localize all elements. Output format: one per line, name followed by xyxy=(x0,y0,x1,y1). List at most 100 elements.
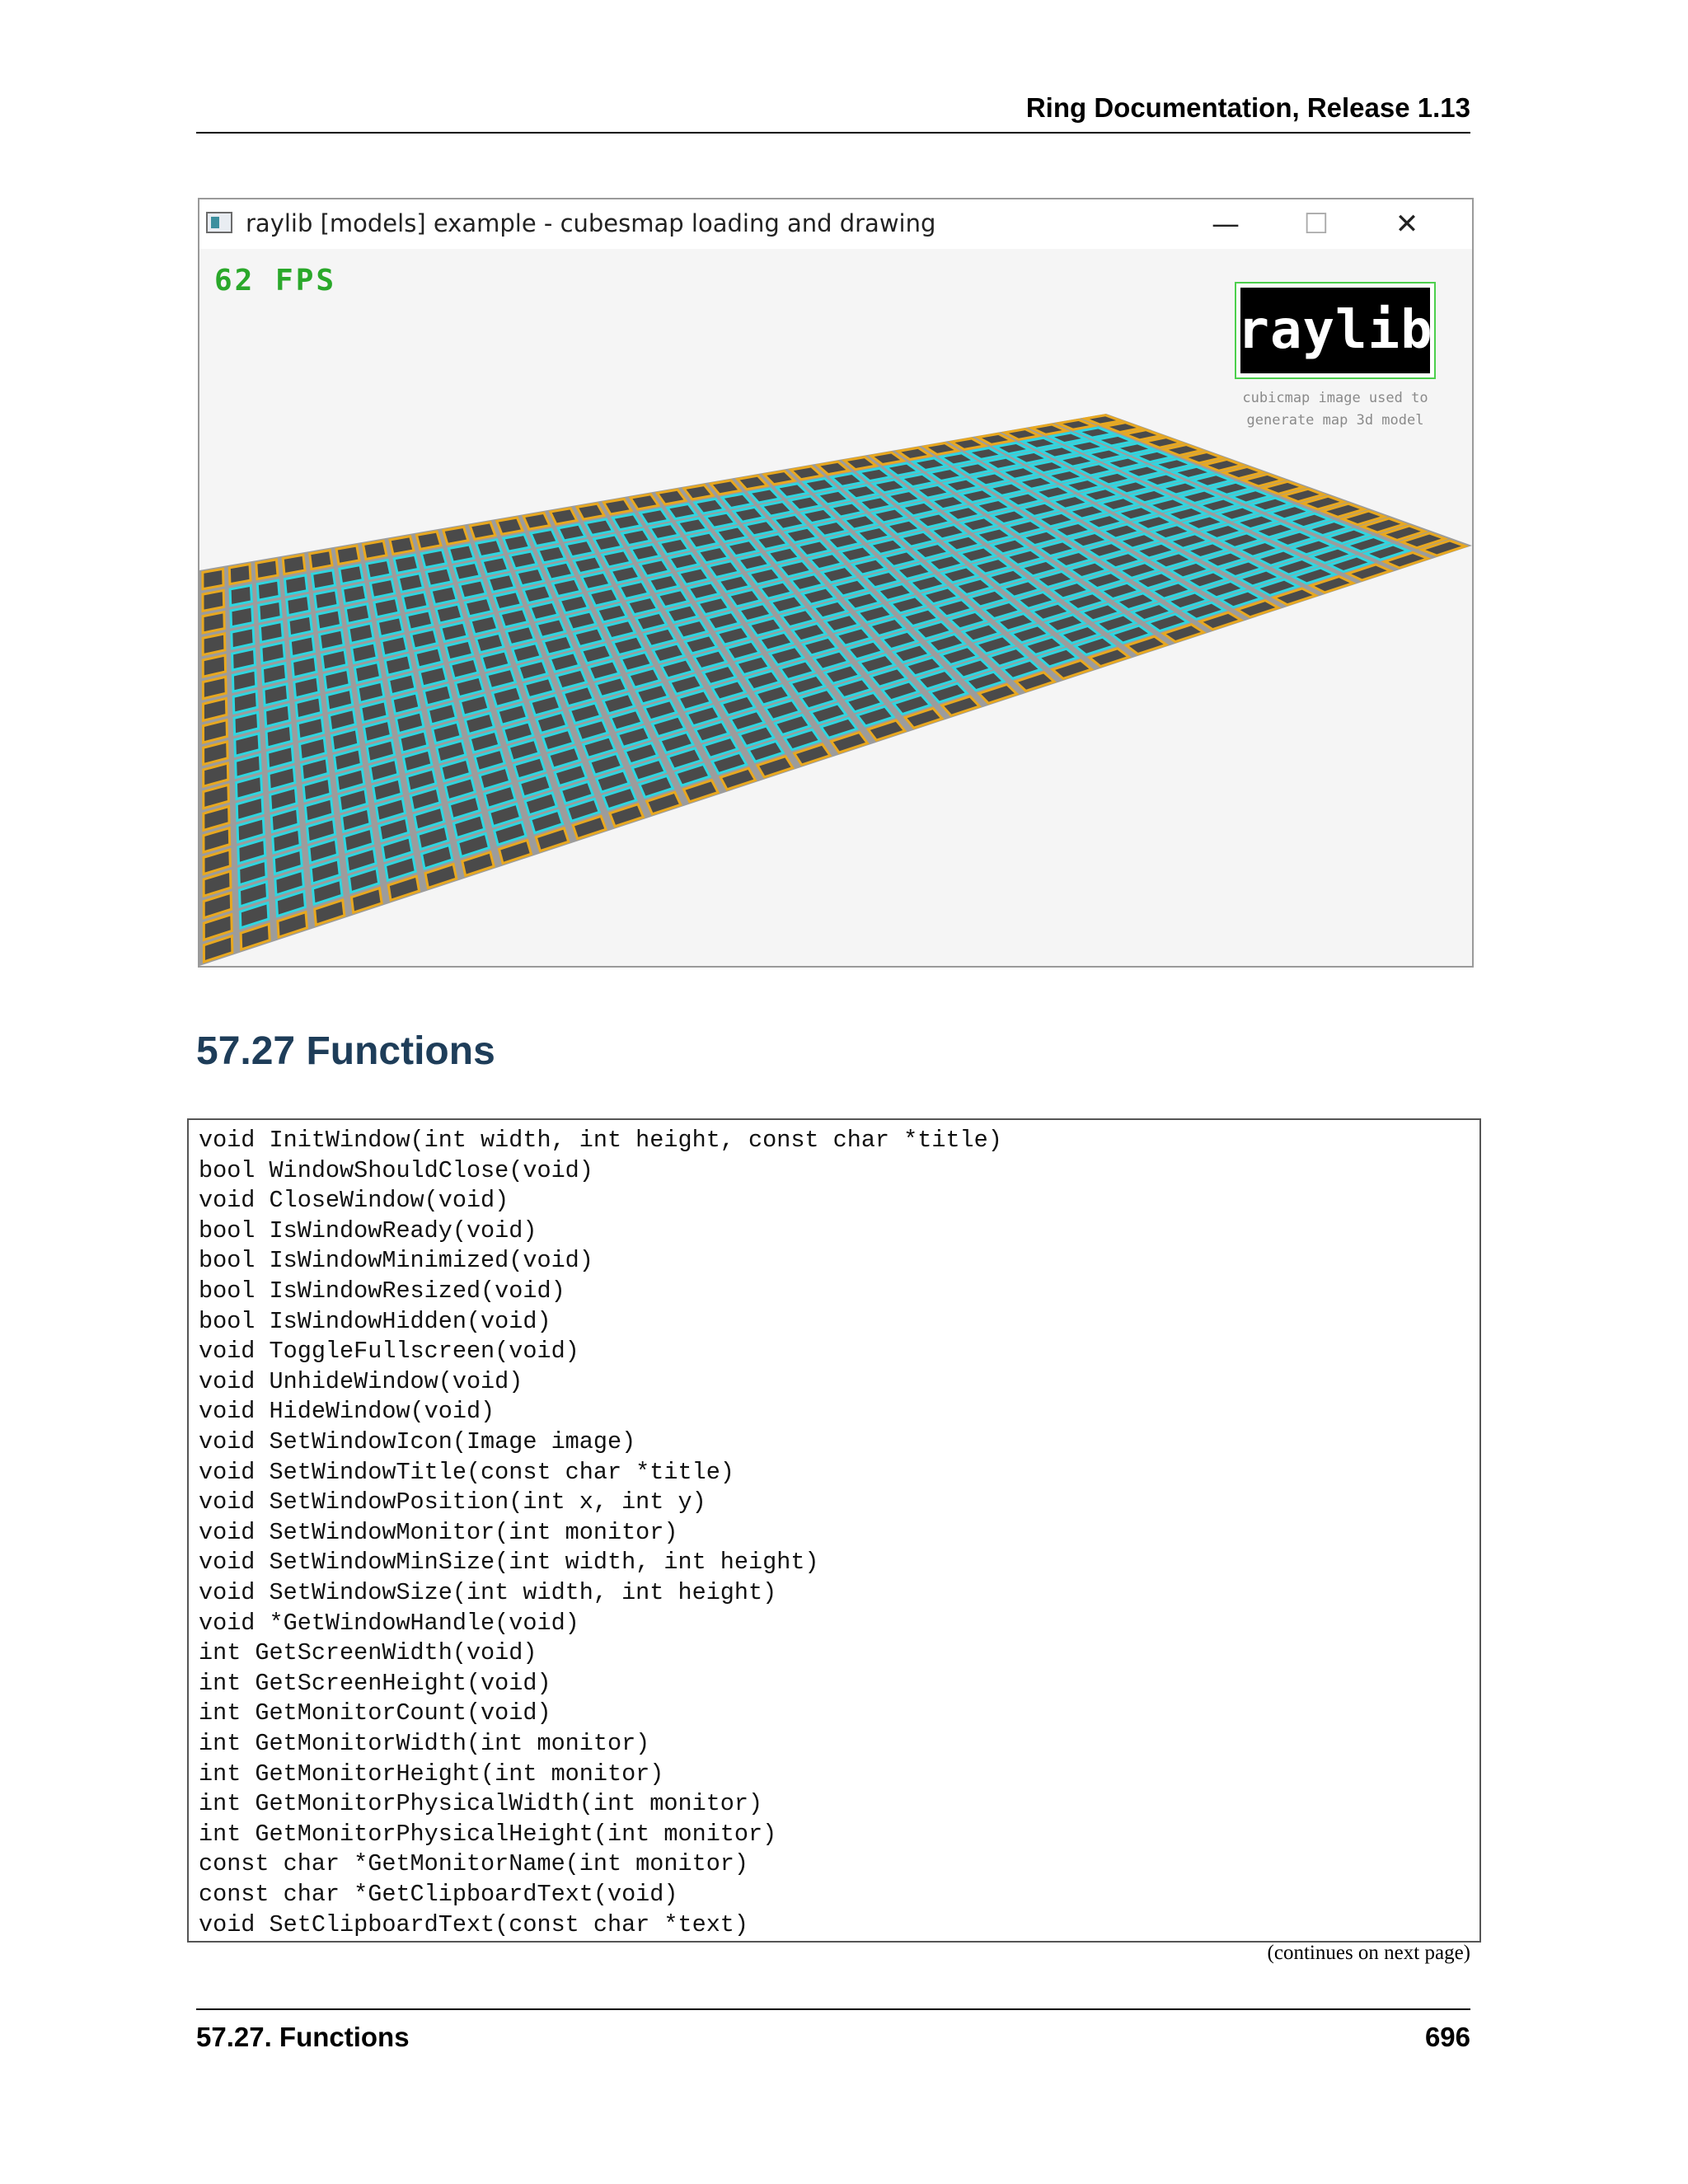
floor-tile xyxy=(315,608,343,631)
floor-tile xyxy=(855,705,896,728)
floor-tile xyxy=(383,653,413,677)
floor-tile xyxy=(875,582,915,602)
code-line: int GetMonitorPhysicalHeight(int monitor… xyxy=(199,1820,777,1848)
floor-tile xyxy=(568,701,603,725)
floor-tile xyxy=(429,584,459,607)
floor-tile xyxy=(735,552,772,572)
floor-tile xyxy=(501,532,532,553)
floor-tile xyxy=(1325,555,1376,574)
floor-tile xyxy=(969,471,1011,487)
floor-tile xyxy=(480,555,510,576)
code-line: int GetScreenHeight(void) xyxy=(199,1669,551,1697)
wall-tile xyxy=(645,790,682,816)
wall-tile xyxy=(1278,487,1328,504)
code-line: void SetWindowMinSize(int width, int hei… xyxy=(199,1549,819,1577)
close-button[interactable]: ✕ xyxy=(1395,208,1419,241)
maximize-button[interactable]: ☐ xyxy=(1303,208,1329,241)
floor-tile xyxy=(463,596,494,618)
wall-tile xyxy=(1418,539,1470,557)
floor-tile xyxy=(870,507,909,524)
floor-tile xyxy=(1043,468,1087,484)
floor-tile xyxy=(504,624,537,647)
code-line: int GetMonitorHeight(int monitor) xyxy=(199,1760,664,1788)
floor-tile xyxy=(452,813,486,840)
floor-tile xyxy=(1002,491,1044,508)
wall-tile xyxy=(762,469,798,486)
floor-tile xyxy=(418,664,448,688)
floor-tile xyxy=(1227,489,1275,504)
floor-tile xyxy=(260,661,288,687)
floor-tile xyxy=(837,545,876,564)
floor-tile xyxy=(942,534,983,552)
floor-tile xyxy=(811,599,850,620)
floor-tile xyxy=(651,642,687,664)
wall-tile xyxy=(1197,611,1245,631)
floor-tile xyxy=(237,859,268,887)
cubicmap-image-preview: raylib xyxy=(1235,282,1436,379)
wall-tile xyxy=(202,912,233,942)
floor-tile xyxy=(790,621,828,643)
floor-tile xyxy=(757,580,795,600)
floor-tile xyxy=(1062,477,1105,494)
floor-tile xyxy=(912,541,952,560)
wall-tile xyxy=(1234,598,1282,619)
floor-tile xyxy=(405,609,434,631)
floor-tile xyxy=(555,668,588,691)
wall-tile xyxy=(1398,532,1449,550)
floor-tile xyxy=(1289,566,1339,585)
floor-tile xyxy=(258,620,284,644)
wall-tile xyxy=(1179,450,1226,465)
floor-tile xyxy=(1150,551,1196,569)
floor-tile xyxy=(1269,530,1318,547)
floor-tile xyxy=(1032,485,1075,500)
floor-tile xyxy=(383,855,417,883)
floor-tile xyxy=(777,659,817,682)
floor-tile xyxy=(726,588,763,608)
floor-tile xyxy=(1019,501,1062,518)
floor-tile xyxy=(771,513,808,531)
floor-tile xyxy=(1064,439,1109,453)
floor-tile xyxy=(879,680,921,702)
floor-tile xyxy=(973,527,1015,544)
floor-tile xyxy=(551,577,583,598)
wall-tile xyxy=(441,525,470,546)
floor-tile xyxy=(1285,512,1334,529)
floor-tile xyxy=(701,663,738,687)
floor-tile xyxy=(510,641,543,664)
wall-tile xyxy=(202,762,230,789)
floor-tile xyxy=(1036,647,1081,668)
floor-tile xyxy=(1057,624,1102,645)
wall-tile xyxy=(1307,574,1357,594)
wall-tile xyxy=(628,493,661,511)
floor-tile xyxy=(1083,448,1128,462)
minimize-button[interactable]: — xyxy=(1212,208,1240,241)
floor-tile xyxy=(1127,488,1173,504)
floor-tile xyxy=(763,698,802,722)
wall-tile xyxy=(424,862,458,890)
wall-tile xyxy=(1378,524,1429,541)
wall-tile xyxy=(1027,423,1071,436)
floor-tile xyxy=(616,724,652,749)
wall-tile xyxy=(865,719,907,742)
floor-tile xyxy=(601,691,636,715)
floor-tile xyxy=(1251,522,1299,539)
floor-tile xyxy=(373,596,401,619)
floor-tile xyxy=(964,446,1006,461)
floor-tile xyxy=(293,675,321,700)
floor-tile xyxy=(287,614,314,638)
floor-tile xyxy=(303,796,335,823)
wall-tile xyxy=(1259,480,1307,495)
floor-tile xyxy=(854,525,893,543)
floor-tile xyxy=(799,586,837,606)
wall-tile xyxy=(201,610,226,635)
floor-tile xyxy=(934,598,975,618)
wall-tile xyxy=(1001,428,1043,441)
floor-tile xyxy=(302,776,332,803)
floor-tile xyxy=(1232,513,1280,531)
floor-tile xyxy=(834,626,874,647)
floor-tile xyxy=(824,532,863,551)
wall-tile xyxy=(940,695,982,717)
floor-tile xyxy=(1131,449,1177,464)
floor-tile xyxy=(958,516,1000,533)
floor-tile xyxy=(757,630,795,652)
